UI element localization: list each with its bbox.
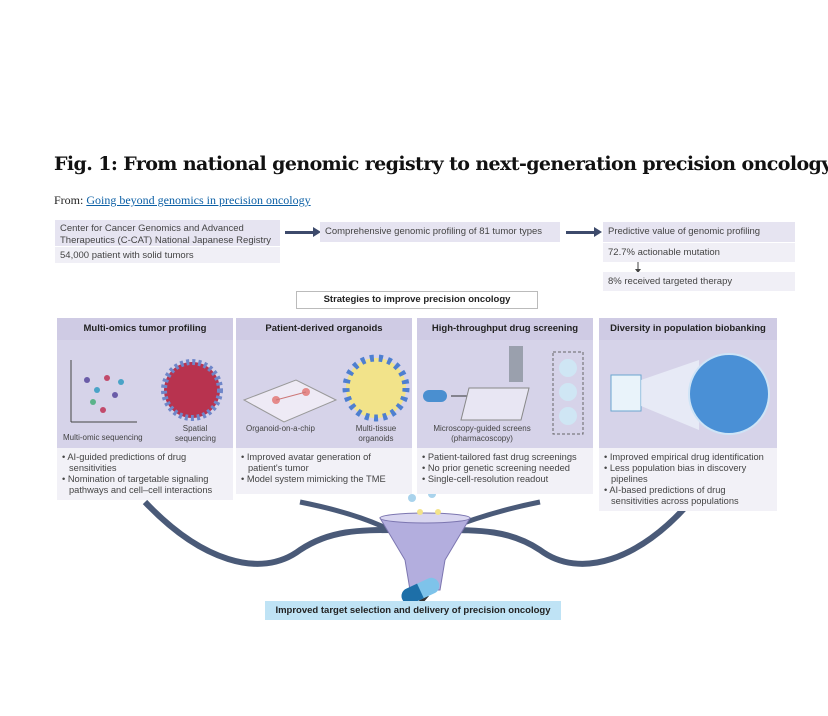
figure-title: Fig. 1: From national genomic registry t…	[54, 153, 828, 175]
outcome-label: Improved target selection and delivery o…	[265, 601, 561, 620]
predictive-title: Predictive value of genomic profiling	[603, 222, 795, 242]
panel-title: Patient-derived organoids	[236, 318, 412, 340]
caption: Organoid-on-a-chip	[246, 424, 315, 433]
spatial-sequencing-icon	[164, 362, 220, 418]
panel-organoids: Patient-derived organoids Organoid-on-a-…	[236, 318, 412, 506]
article-link[interactable]: Going beyond genomics in precision oncol…	[86, 193, 311, 207]
profiling-box: Comprehensive genomic profiling of 81 tu…	[320, 222, 560, 242]
arrow-icon	[285, 227, 321, 237]
panel-title: Multi-omics tumor profiling	[57, 318, 233, 340]
caption: Multi-omic sequencing	[63, 433, 143, 442]
globe-database-icon	[610, 353, 770, 435]
microscope-plate-icon	[423, 346, 584, 435]
registry-patients: 54,000 patient with solid tumors	[55, 247, 280, 263]
panel-title: Diversity in population biobanking	[599, 318, 777, 340]
bullet-list: • AI-guided predictions of drug sensitiv…	[57, 448, 233, 500]
panel-biobanking: Diversity in population biobanking • Imp…	[599, 318, 777, 511]
panel-multi-omics: Multi-omics tumor profiling Multi-omic s…	[57, 318, 233, 506]
actionable-mutation: 72.7% actionable mutation	[603, 243, 795, 262]
panel-title: High-throughput drug screening	[417, 318, 593, 340]
strategies-title: Strategies to improve precision oncology	[296, 291, 538, 309]
bullet-list: • Improved empirical drug identification…	[599, 448, 777, 511]
convergence-arrows	[142, 490, 693, 604]
funnel-icon	[379, 490, 471, 591]
caption: Multi-tissue organoids	[355, 424, 397, 443]
panel-drug-screening: High-throughput drug screening Microscop…	[417, 318, 593, 506]
from-label: From:	[54, 193, 84, 207]
source-line: From: Going beyond genomics in precision…	[54, 193, 311, 208]
caption: Microscopy-guided screens (pharmacoscopy…	[433, 424, 531, 443]
received-therapy: 8% received targeted therapy	[603, 272, 795, 291]
multi-tissue-organoid-icon	[346, 358, 406, 418]
arrow-icon	[566, 227, 602, 237]
bullet-list: • Patient-tailored fast drug screenings•…	[417, 448, 593, 494]
organoid-chip-icon	[242, 354, 410, 423]
pill-icon	[401, 577, 440, 604]
registry-box: Center for Cancer Genomics and Advanced …	[55, 220, 280, 246]
bullet-list: • Improved avatar generation of patient'…	[236, 448, 412, 494]
down-arrow-icon	[635, 262, 641, 273]
caption: Spatial sequencing	[175, 424, 216, 443]
multi-omic-scatter-icon	[70, 359, 223, 423]
